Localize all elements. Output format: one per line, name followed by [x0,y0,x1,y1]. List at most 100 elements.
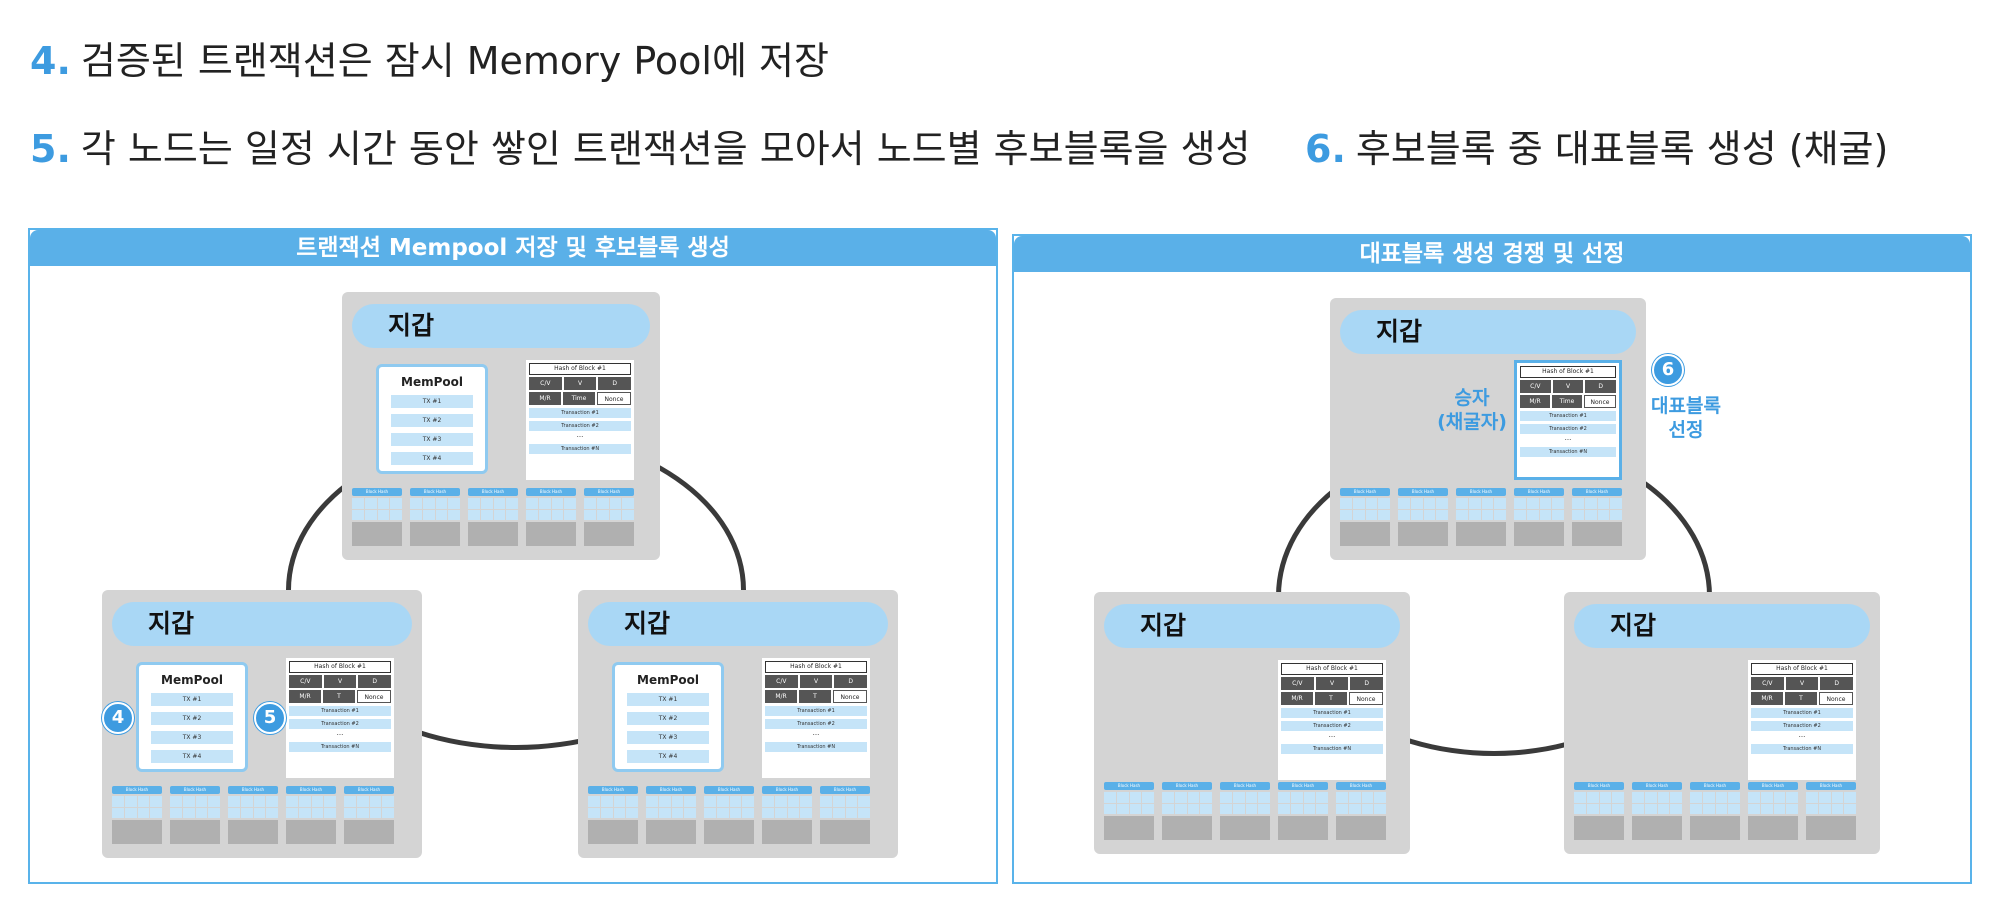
step-6-marker: 6 [1652,354,1684,386]
chain-block: Block Hash [1632,782,1682,842]
block-transaction: Transaction #2 [765,719,867,729]
chain-block: Block Hash [820,786,870,846]
chain-block: Block Hash [588,786,638,846]
chain-block-body [1220,816,1270,840]
header-cell: M/R [1281,692,1313,705]
blockchain-row: Block Hash Block Hash Block Hash Block Hash… [352,488,634,548]
block-ellipsis: ... [1564,434,1572,442]
chain-block-hash: Block Hash [468,488,518,496]
header-cell: D [1585,380,1617,393]
chain-block-cells [1690,792,1740,814]
chain-block-body [820,820,870,844]
chain-block-body [584,522,634,546]
mempool-tx: TX #2 [391,414,473,427]
block-ellipsis: ... [812,729,820,737]
mempool-tx: TX #4 [391,452,473,465]
header-cell: Nonce [1819,692,1853,705]
chain-block-body [170,820,220,844]
chain-block-hash: Block Hash [1162,782,1212,790]
header-cell: D [1350,677,1384,690]
chain-block-cells [468,498,518,520]
heading-step-5: 5.각 노드는 일정 시간 동안 쌓인 트랜잭션을 모아서 노드별 후보블록을 … [30,118,1251,173]
block-transaction: Transaction #1 [765,706,867,716]
block-transaction-last: Transaction #N [529,444,631,454]
chain-block-cells [820,796,870,818]
chain-block-cells [286,796,336,818]
header-cell: D [598,377,632,390]
chain-block: Block Hash [468,488,518,548]
block-ellipsis: ... [1328,731,1336,739]
chain-block-cells [112,796,162,818]
chain-block-cells [1806,792,1856,814]
block-transaction: Transaction #2 [1751,721,1853,731]
header-cell: C/V [529,377,562,390]
chain-block-body [344,820,394,844]
block-transaction: Transaction #2 [1281,721,1383,731]
block-hash-label: Hash of Block #1 [1520,366,1616,378]
chain-block: Block Hash [1514,488,1564,548]
wallet-label: 지갑 [1574,604,1870,648]
chain-block-hash: Block Hash [1690,782,1740,790]
block-transaction: Transaction #1 [289,706,391,716]
block-transaction-last: Transaction #N [765,742,867,752]
chain-block: Block Hash [1336,782,1386,842]
chain-block-hash: Block Hash [1514,488,1564,496]
chain-block-hash: Block Hash [526,488,576,496]
chain-block: Block Hash [584,488,634,548]
chain-block-hash: Block Hash [352,488,402,496]
block-transaction: Transaction #1 [1751,708,1853,718]
heading-step-6: 6.후보블록 중 대표블록 생성 (채굴) [1305,118,1888,173]
chain-block-cells [588,796,638,818]
chain-block-body [526,522,576,546]
header-cell: V [1785,677,1819,690]
chain-block-body [1632,816,1682,840]
chain-block: Block Hash [228,786,278,846]
chain-block-body [228,820,278,844]
block-ellipsis: ... [576,431,584,439]
chain-block-body [410,522,460,546]
chain-block-body [112,820,162,844]
chain-block-body [646,820,696,844]
chain-block: Block Hash [1398,488,1448,548]
chain-block-body [1336,816,1386,840]
chain-block-body [762,820,812,844]
chain-block: Block Hash [1806,782,1856,842]
mempool-tx: TX #3 [391,433,473,446]
header-cell: T [1785,692,1817,705]
chain-block-cells [1572,498,1622,520]
block-hash-label: Hash of Block #1 [765,661,867,673]
chain-block-hash: Block Hash [1398,488,1448,496]
chain-block-cells [1398,498,1448,520]
chain-block-cells [1632,792,1682,814]
header-cell: C/V [1520,380,1551,393]
chain-block-body [1572,522,1622,546]
mempool-tx: TX #1 [151,693,233,706]
header-cell: Nonce [1349,692,1383,705]
panel-title: 대표블록 생성 경쟁 및 선정 [1014,236,1970,272]
chain-block: Block Hash [704,786,754,846]
chain-block-hash: Block Hash [228,786,278,794]
block-ellipsis: ... [1798,731,1806,739]
chain-block-body [1278,816,1328,840]
heading-step-4: 4.검증된 트랜잭션은 잠시 Memory Pool에 저장 [30,30,829,85]
header-cell: V [323,675,357,688]
chain-block-body [286,820,336,844]
chain-block-hash: Block Hash [762,786,812,794]
chain-block-hash: Block Hash [112,786,162,794]
header-cell: D [834,675,868,688]
step-number: 5. [30,127,71,171]
block-transaction: Transaction #2 [289,719,391,729]
wallet-label: 지갑 [588,602,888,646]
